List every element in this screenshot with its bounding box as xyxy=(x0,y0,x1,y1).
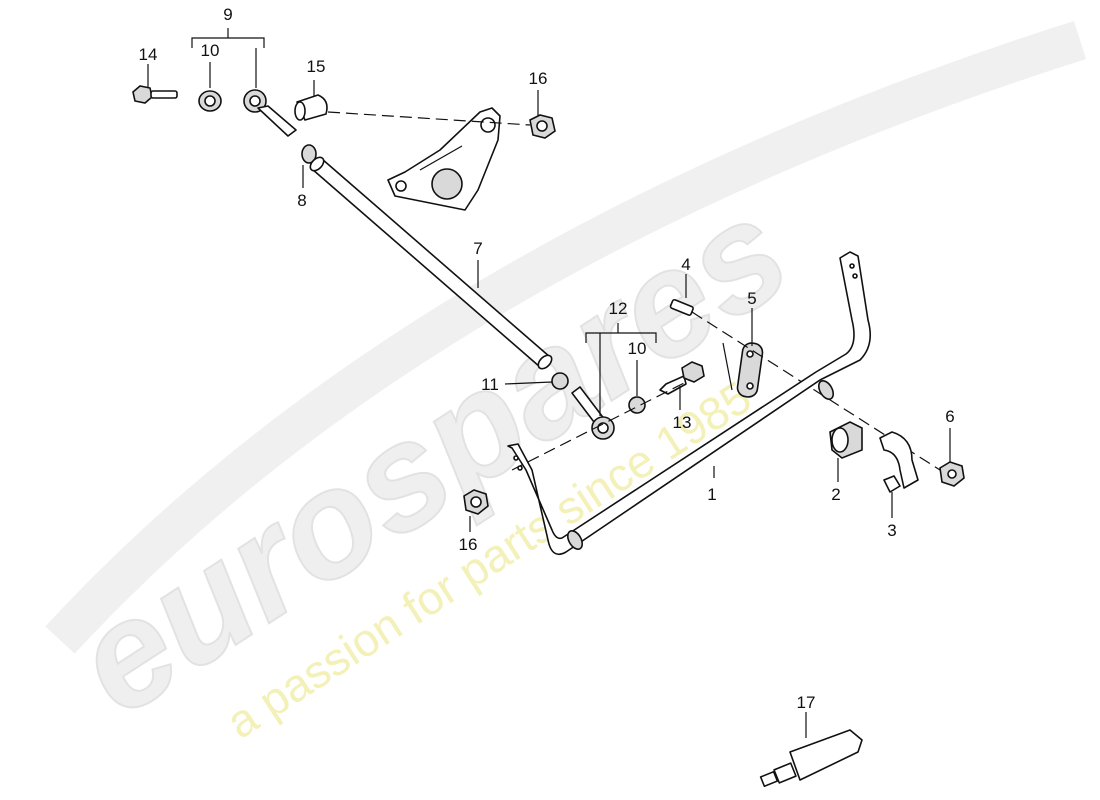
bush-15 xyxy=(294,94,328,121)
callout-10-mid: 10 xyxy=(628,339,647,358)
bolt-14 xyxy=(132,85,178,104)
callout-12: 12 xyxy=(609,299,628,318)
stud-4 xyxy=(669,298,694,316)
connecting-rod-7 xyxy=(309,156,553,370)
callout-15: 15 xyxy=(307,57,326,76)
callout-4: 4 xyxy=(681,255,690,274)
nut-16-bottom xyxy=(463,489,489,515)
grease-tube-17 xyxy=(759,729,863,788)
assembly-line-left xyxy=(511,379,691,471)
watermark: eurospares a passion for parts since 198… xyxy=(45,20,1087,748)
callout-2: 2 xyxy=(831,485,840,504)
stabilizer-bar-1 xyxy=(507,251,871,556)
callout-6: 6 xyxy=(945,407,954,426)
callout-7: 7 xyxy=(473,239,482,258)
callout-8: 8 xyxy=(297,191,306,210)
callout-5: 5 xyxy=(747,289,756,308)
nut-6 xyxy=(939,461,965,487)
assembly-line-top xyxy=(327,111,531,126)
nut-16-top xyxy=(529,114,556,139)
callout-10-top: 10 xyxy=(201,41,220,60)
rod-end-9 xyxy=(243,89,297,137)
link-plate-5 xyxy=(722,342,764,398)
callout-1: 1 xyxy=(707,485,716,504)
clamp-3 xyxy=(879,431,919,493)
watermark-swoosh xyxy=(45,20,1087,654)
nut-11 xyxy=(551,372,569,390)
callout-14: 14 xyxy=(139,45,158,64)
callout-9: 9 xyxy=(223,5,232,24)
mounting-bracket xyxy=(387,107,501,211)
callout-16-bottom: 16 xyxy=(459,535,478,554)
callout-labels: 9 10 14 15 16 8 7 4 5 12 10 11 13 6 1 2 … xyxy=(139,5,955,712)
washer-10-mid xyxy=(628,396,646,414)
callout-16-top: 16 xyxy=(529,69,548,88)
leader-lines xyxy=(147,28,951,738)
nut-8 xyxy=(301,144,317,164)
callout-17: 17 xyxy=(797,693,816,712)
rod-end-12 xyxy=(571,386,615,440)
bolt-13 xyxy=(659,361,705,395)
bush-2 xyxy=(829,421,863,459)
washer-10-top xyxy=(198,90,222,112)
callout-11: 11 xyxy=(481,375,499,394)
callout-3: 3 xyxy=(887,521,896,540)
callout-13: 13 xyxy=(673,413,692,432)
